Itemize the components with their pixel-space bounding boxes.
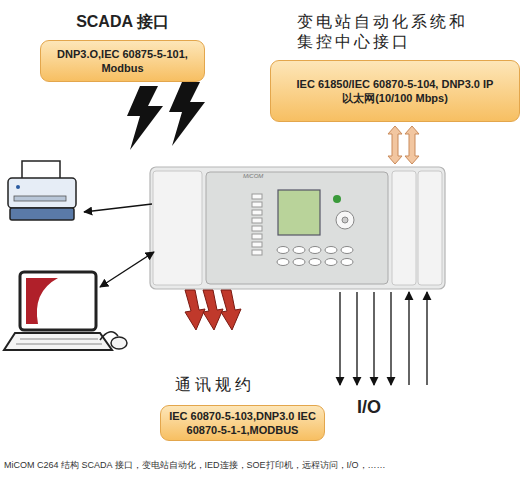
printer-button xyxy=(16,185,20,189)
box-heading: SCADA 接口 xyxy=(40,12,205,32)
device-module xyxy=(418,171,442,285)
brand-logo xyxy=(333,195,341,203)
key xyxy=(277,247,289,254)
front-panel xyxy=(206,172,388,284)
figure-caption: MiCOM C264 结构 SCADA 接口，变电站自动化，IED连接，SOE打… xyxy=(4,459,386,472)
io-label: I/O xyxy=(357,397,381,418)
led xyxy=(252,250,262,255)
io-arrow xyxy=(390,292,391,385)
mouse xyxy=(111,337,127,349)
key xyxy=(293,247,305,254)
device-module xyxy=(392,171,416,285)
keyboard-row xyxy=(16,344,102,345)
orange-box: IEC 61850/IEC 60870-5-104, DNP3.0 IP 以太网… xyxy=(270,60,520,122)
io-arrow xyxy=(426,292,427,385)
lcd-screen xyxy=(278,190,320,235)
protocol-box: 通讯规约 IEC 60870-5-103,DNP3.0 IEC 60870-5-1… xyxy=(160,373,330,441)
output-arrow xyxy=(185,290,205,330)
io-arrow xyxy=(408,292,409,385)
protocol-box: SCADA 接口 DNP3.O,IEC 60875-5-101, Modbus xyxy=(40,8,208,82)
key xyxy=(293,259,305,266)
lightning-symbol xyxy=(127,86,163,150)
device-brand: MiCOM xyxy=(243,173,263,179)
led xyxy=(252,194,262,199)
key xyxy=(341,259,353,266)
output-arrow xyxy=(203,290,223,330)
orange-box: DNP3.O,IEC 60875-5-101, Modbus xyxy=(40,40,205,82)
protocol-box: 变电站自动化系统和 集控中心接口 IEC 61850/IEC 60870-5-10… xyxy=(268,12,523,122)
output-arrow xyxy=(221,290,241,330)
led xyxy=(252,218,262,223)
io-arrow xyxy=(356,292,357,385)
led xyxy=(252,242,262,247)
nav-pad xyxy=(336,211,354,229)
nav-button xyxy=(342,217,348,223)
led xyxy=(252,234,262,239)
printer-link xyxy=(84,204,152,212)
ethernet-arrow xyxy=(405,126,419,164)
key xyxy=(309,247,321,254)
key xyxy=(309,259,321,266)
box-heading: 变电站自动化系统和 集控中心接口 xyxy=(297,12,487,52)
io-arrow xyxy=(373,292,374,385)
key xyxy=(325,247,337,254)
led xyxy=(252,226,262,231)
printer-base xyxy=(10,208,74,220)
orange-box: IEC 60870-5-103,DNP3.0 IEC 60870-5-1-1,M… xyxy=(160,405,325,441)
ethernet-arrow xyxy=(388,126,402,164)
key xyxy=(341,247,353,254)
io-arrow xyxy=(339,292,340,385)
device-module xyxy=(153,171,202,285)
keyboard-row xyxy=(20,339,98,340)
lightning-symbol xyxy=(169,82,205,146)
printer-slot xyxy=(14,196,66,201)
led xyxy=(252,210,262,215)
laptop-link xyxy=(100,252,154,287)
device-unit: MiCOM xyxy=(150,167,445,289)
protocol-text: DNP3.O,IEC 60875-5-101, Modbus xyxy=(48,47,197,76)
protocol-text: IEC 60870-5-103,DNP3.0 IEC 60870-5-1-1,M… xyxy=(166,409,319,438)
device-body xyxy=(150,167,445,289)
laptop-screen xyxy=(20,272,96,330)
protocol-text: IEC 61850/IEC 60870-5-104, DNP3.0 IP 以太网… xyxy=(296,77,494,106)
box-heading: 通讯规约 xyxy=(175,375,325,395)
printer-body xyxy=(8,178,76,208)
key xyxy=(325,259,337,266)
screen-graphic xyxy=(26,278,58,324)
key xyxy=(277,259,289,266)
laptop-keyboard xyxy=(4,333,112,350)
led xyxy=(252,202,262,207)
